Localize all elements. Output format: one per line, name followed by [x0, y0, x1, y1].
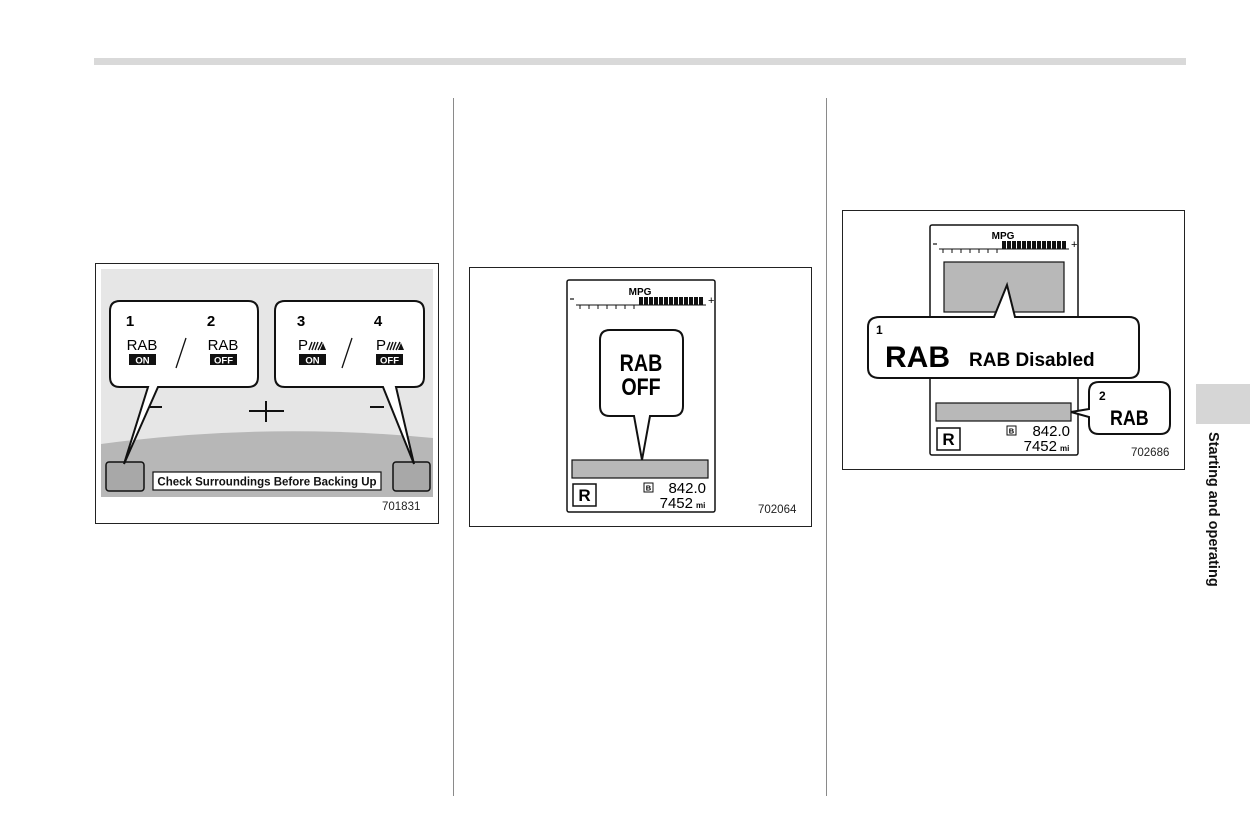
item-2-badge: OFF: [214, 356, 233, 367]
trip-b-icon: B: [646, 484, 652, 493]
meter-display-illustration: MPG + RAB OFF R B 842.0 7452: [566, 279, 716, 513]
callout-1-disabled-text: RAB Disabled: [969, 350, 1095, 371]
mpg-label: MPG: [629, 287, 652, 298]
top-rule: [94, 58, 1186, 65]
rab-off-badge: [210, 354, 237, 365]
item-3-badge: ON: [305, 356, 319, 367]
item-2-number: 2: [207, 313, 215, 330]
trip-value: 842.0: [1032, 423, 1070, 440]
sensor-off-badge: [376, 354, 403, 365]
item-1-label: RAB: [127, 337, 158, 354]
figure-rear-view-camera-display: Check Surroundings Before Backing Up 1 2…: [95, 263, 439, 524]
svg-text:+: +: [708, 295, 714, 307]
chapter-side-label: Starting and operating: [1205, 432, 1221, 587]
callout-1-rab: RAB: [885, 341, 950, 374]
parking-sensor-icon: P: [298, 337, 326, 354]
column-divider-left: [453, 98, 454, 796]
callout-2-rab: RAB: [1110, 407, 1149, 431]
gear-indicator: R: [942, 430, 954, 449]
figure-code: 702686: [1131, 447, 1170, 459]
trip-b-icon: B: [1009, 427, 1015, 436]
check-surroundings-text: Check Surroundings Before Backing Up: [157, 477, 376, 489]
sensor-on-badge: [299, 354, 326, 365]
figure-rab-disabled-display: MPG + 1 RAB RAB Disabled 2 RA: [842, 210, 1185, 470]
odometer-value: 7452: [660, 495, 693, 512]
figure-code: 702064: [758, 504, 797, 516]
odometer-unit: mi: [1060, 444, 1069, 453]
trip-value: 842.0: [668, 480, 706, 497]
item-1-number: 1: [126, 313, 134, 330]
parking-sensor-icon: P: [376, 337, 404, 354]
column-divider-right: [826, 98, 827, 796]
camera-display-illustration: Check Surroundings Before Backing Up 1 2…: [101, 269, 433, 497]
gear-indicator: R: [578, 486, 590, 505]
figure-rab-off-display: MPG + RAB OFF R B 842.0 7452: [469, 267, 812, 527]
rab-on-badge: [129, 354, 156, 365]
meter-display-illustration: MPG + 1 RAB RAB Disabled 2 RA: [867, 224, 1171, 456]
callout-2-number: 2: [1099, 389, 1106, 403]
chapter-tab-marker: [1196, 384, 1250, 424]
item-2-label: RAB: [208, 337, 239, 354]
odometer-value: 7452: [1024, 438, 1057, 455]
item-1-badge: ON: [135, 356, 149, 367]
callout-1-number: 1: [876, 323, 883, 337]
callout-line-2: OFF: [621, 373, 660, 400]
svg-text:P: P: [376, 337, 386, 354]
svg-text:P: P: [298, 337, 308, 354]
odometer-unit: mi: [696, 501, 705, 510]
item-3-number: 3: [297, 313, 305, 330]
svg-text:+: +: [1071, 239, 1077, 251]
figure-code: 701831: [382, 501, 421, 513]
item-4-number: 4: [374, 313, 383, 330]
mpg-label: MPG: [992, 231, 1015, 242]
callout-line-1: RAB: [620, 349, 663, 376]
item-4-badge: OFF: [380, 356, 399, 367]
